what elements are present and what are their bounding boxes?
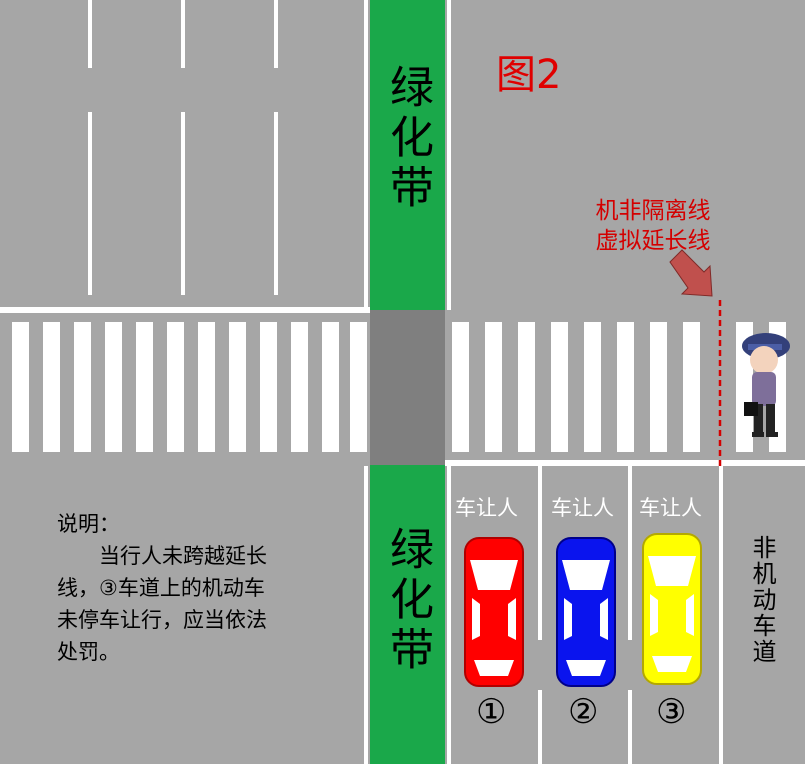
lane-3-yield-label: 车让人 bbox=[639, 496, 702, 520]
car-red bbox=[464, 537, 524, 687]
car-blue bbox=[556, 537, 616, 687]
note-line-4: 处罚。 bbox=[57, 640, 120, 664]
bottom-lane-lines bbox=[364, 466, 723, 764]
car-yellow bbox=[642, 533, 702, 685]
median-top bbox=[370, 0, 445, 310]
lane-2-number: ② bbox=[568, 692, 599, 732]
explanation-note: 说明： 当行人未跨越延长 线，③车道上的机动车 未停车让行，应当依法 处罚。 bbox=[57, 508, 342, 668]
lane-1-number: ① bbox=[476, 692, 507, 732]
median-label-bottom: 绿化带 bbox=[382, 526, 433, 676]
top-lane-lines bbox=[88, 0, 451, 310]
figure-title: 图2 bbox=[496, 52, 562, 98]
crosswalk-left bbox=[12, 322, 367, 452]
annotation-arrow-icon bbox=[669, 249, 713, 297]
annotation-line-2: 虚拟延长线 bbox=[595, 228, 711, 254]
stop-line-left bbox=[0, 307, 370, 313]
annotation-line-1: 机非隔离线 bbox=[595, 198, 711, 224]
lane-2-yield-label: 车让人 bbox=[551, 496, 614, 520]
median-crossing bbox=[370, 310, 445, 465]
median-label-top: 绿化带 bbox=[382, 64, 433, 214]
lane-3-number: ③ bbox=[656, 692, 687, 732]
note-line-1: 当行人未跨越延长 bbox=[99, 544, 267, 568]
median-bottom bbox=[370, 465, 445, 764]
bike-lane-label: 非机动车道 bbox=[748, 535, 776, 665]
stop-line-right bbox=[445, 460, 805, 466]
note-line-2: 线，③车道上的机动车 bbox=[57, 576, 265, 600]
note-line-3: 未停车让行，应当依法 bbox=[57, 608, 267, 632]
lane-1-yield-label: 车让人 bbox=[455, 496, 518, 520]
pedestrian-icon bbox=[742, 333, 790, 437]
annotation-label: 机非隔离线 虚拟延长线 bbox=[578, 196, 728, 256]
note-heading: 说明： bbox=[57, 512, 120, 536]
crosswalk-right bbox=[452, 322, 786, 452]
